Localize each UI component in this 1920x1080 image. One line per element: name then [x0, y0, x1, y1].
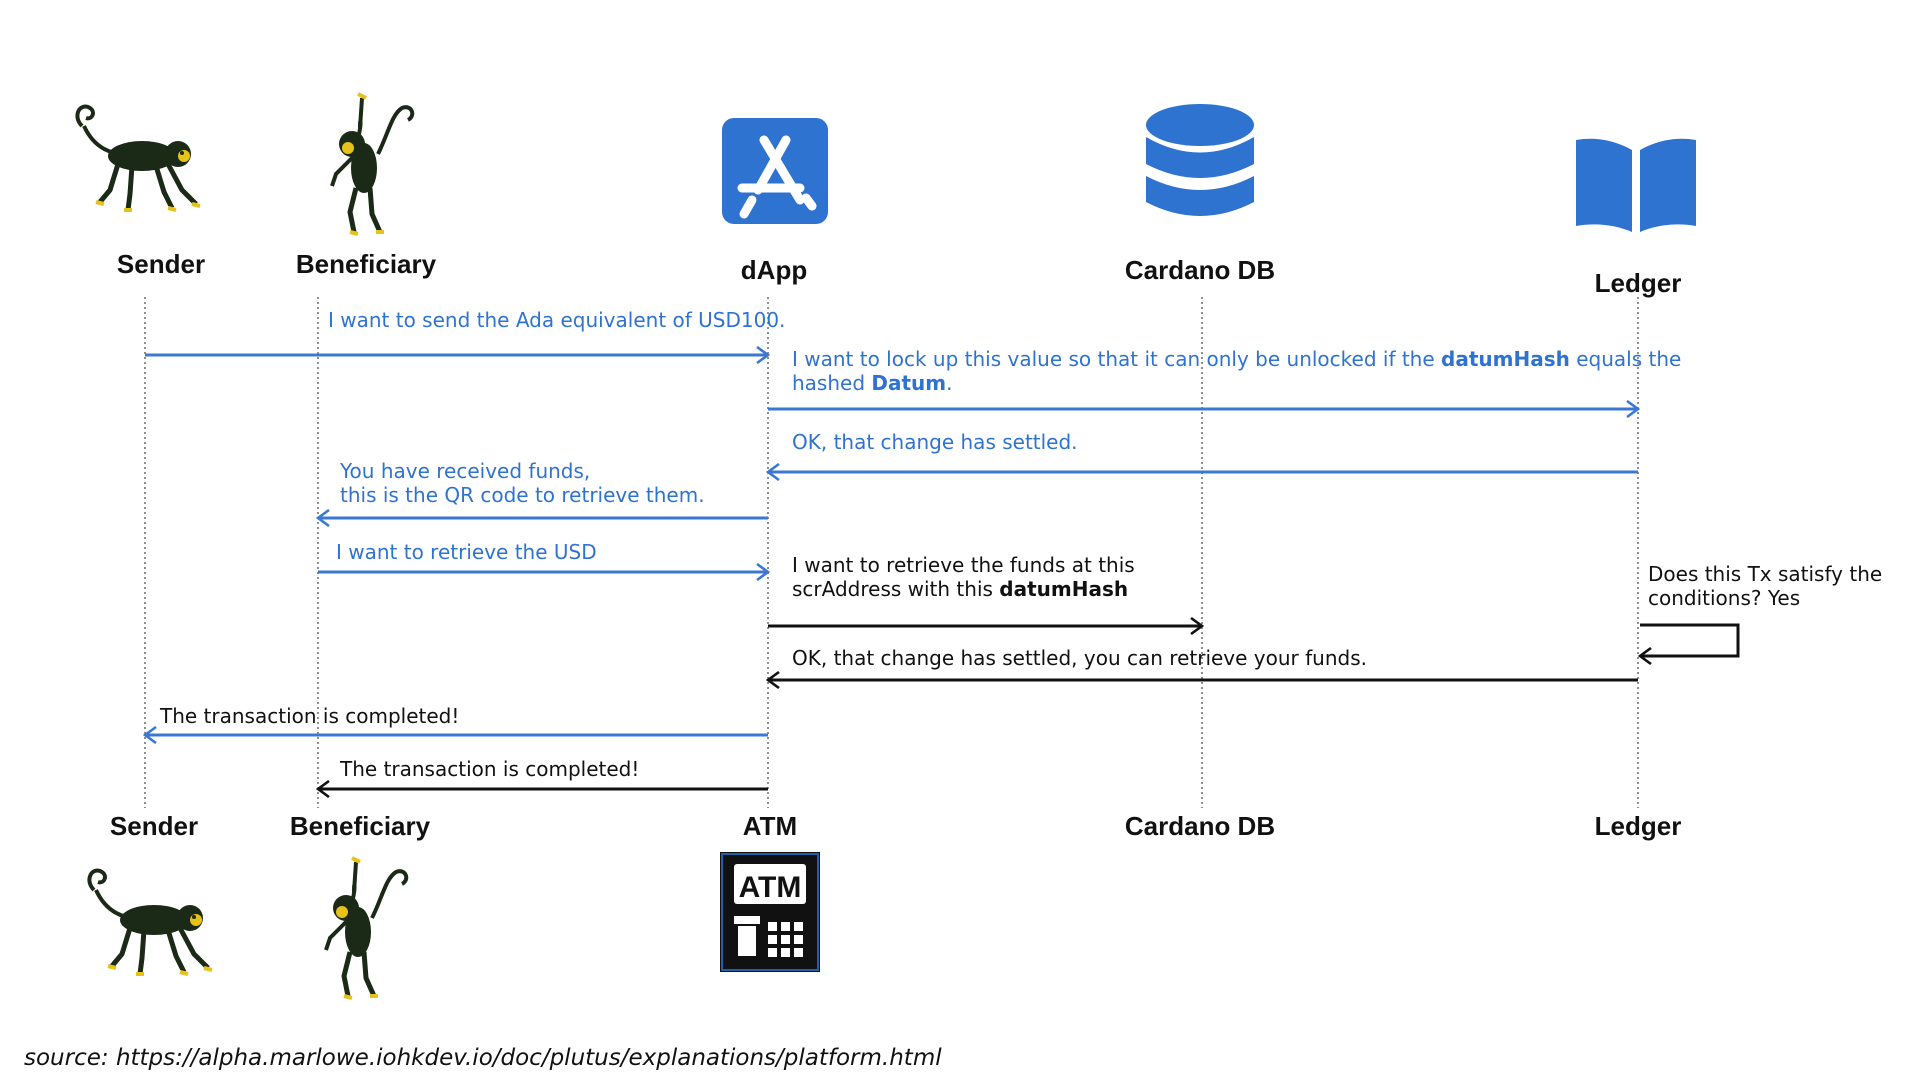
sender-monkey-icon: [77, 107, 200, 210]
top-label-ledger: Ledger: [1595, 268, 1682, 298]
bottom-label-ledger: Ledger: [1595, 811, 1682, 841]
message-6-text-line1: I want to retrieve the funds at this: [792, 553, 1135, 577]
message-6-text-line2: scrAddress with this datumHash: [792, 577, 1128, 601]
message-10-text: The transaction is completed!: [339, 757, 639, 781]
message-5-text: I want to retrieve the USD: [336, 540, 597, 564]
top-label-cardano-db: Cardano DB: [1125, 255, 1275, 285]
atm-icon-text: ATM: [739, 871, 802, 904]
top-label-sender: Sender: [117, 249, 205, 279]
source-caption: source: https://alpha.marlowe.iohkdev.io…: [24, 1045, 942, 1071]
app-store-icon: [722, 118, 828, 224]
message-7-text-line2: conditions? Yes: [1648, 586, 1800, 610]
atm-icon: ATM: [720, 852, 820, 972]
message-4-text-line2: this is the QR code to retrieve them.: [340, 483, 705, 507]
sender-monkey-icon-bottom: [89, 871, 212, 974]
message-7-text-line1: Does this Tx satisfy the: [1648, 562, 1882, 586]
bottom-label-atm: ATM: [743, 811, 797, 841]
bottom-label-sender: Sender: [110, 811, 198, 841]
message-1-text: I want to send the Ada equivalent of USD…: [328, 308, 785, 332]
bottom-label-cardano-db: Cardano DB: [1125, 811, 1275, 841]
beneficiary-monkey-icon-bottom: [326, 858, 406, 998]
database-icon: [1146, 104, 1254, 216]
message-3-text: OK, that change has settled.: [792, 430, 1078, 454]
message-9-text: The transaction is completed!: [159, 704, 459, 728]
message-2-text-line1: I want to lock up this value so that it …: [792, 347, 1681, 371]
book-icon: [1576, 138, 1696, 232]
message-2-text-line2: hashed Datum.: [792, 371, 953, 395]
top-label-dapp: dApp: [741, 255, 807, 285]
message-8-text: OK, that change has settled, you can ret…: [792, 646, 1367, 670]
message-4-text-line1: You have received funds,: [339, 459, 590, 483]
message-7-self-arrow: [1640, 623, 1740, 656]
beneficiary-monkey-icon: [332, 94, 412, 234]
bottom-label-beneficiary: Beneficiary: [290, 811, 431, 841]
top-label-beneficiary: Beneficiary: [296, 249, 437, 279]
